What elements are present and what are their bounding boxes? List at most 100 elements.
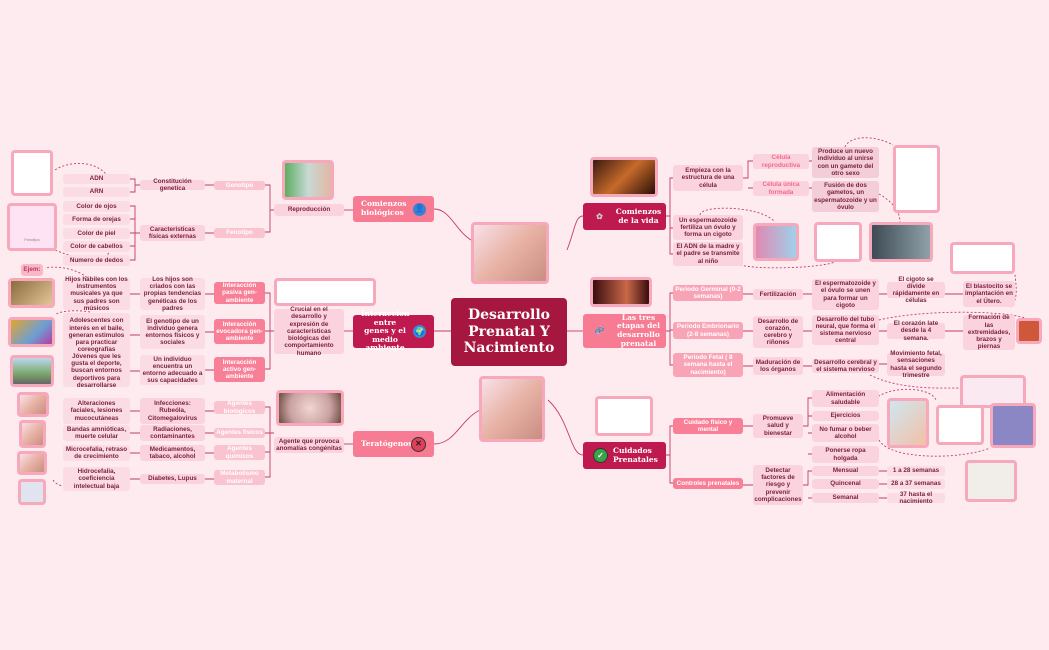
node-caracteristicas-fisicas[interactable]: Características físicas externas — [140, 225, 205, 241]
node-celula-reproductiva[interactable]: Célula reproductiva — [753, 154, 809, 169]
node-activa-desc[interactable]: Un individuo encuentra un entorno adecua… — [140, 355, 205, 385]
dna-icon: 🧬 — [594, 325, 605, 336]
node-evocadora-desc[interactable]: El genotipo de un individuo genera entor… — [140, 315, 205, 349]
fetus-womb-image — [276, 390, 344, 426]
topic-tres-etapas[interactable]: 🧬 Las tres etapas del desarrollo prenatal — [583, 312, 666, 348]
node-color-ojos[interactable]: Color de ojos — [63, 201, 130, 212]
node-periodo-fetal[interactable]: Periodo Fetal ( 8 semana hasta el nacimi… — [673, 353, 743, 377]
node-mensual[interactable]: Mensual — [812, 466, 879, 476]
node-37-nacimiento[interactable]: 37 hasta el nacimiento — [887, 491, 945, 505]
node-color-piel[interactable]: Color de piel — [63, 228, 130, 239]
node-maduracion-organos[interactable]: Maduración de los órganos — [753, 357, 803, 375]
node-desarrollo-cerebral[interactable]: Desarrollo cerebral y el sistema nervios… — [812, 359, 879, 373]
node-interaccion-evocadora[interactable]: Interacción evocadora gen-ambiente — [214, 319, 265, 344]
topic-comienzos-vida[interactable]: ✿Comienzos de la vida — [583, 203, 666, 230]
node-promueve-salud[interactable]: Promueve salud y bienestar — [753, 414, 803, 438]
node-cigoto-divide[interactable]: El cigoto se divide rápidamente en célul… — [887, 276, 945, 304]
embryo-stages-image — [590, 277, 652, 307]
node-detectar-factores[interactable]: Detectar factores de riesgo y prevenir c… — [753, 465, 803, 505]
node-empieza-celula[interactable]: Empieza con la estructura de una célula — [673, 165, 743, 191]
topic-interaccion-genes-ambiente[interactable]: Interacción entre genes y el medio ambie… — [353, 309, 434, 352]
cell-division-image — [893, 145, 940, 213]
close-circle-icon: ✕ — [411, 436, 426, 452]
embryo-dna-image — [590, 157, 658, 197]
prenatal-checkup-image — [965, 460, 1017, 502]
fetal-development-image — [869, 222, 933, 262]
node-reproduccion[interactable]: Reproducción — [274, 204, 344, 216]
node-periodo-embrionario[interactable]: Periodo Embrionario (2-8 semanas) — [673, 322, 743, 339]
node-radiaciones[interactable]: Radiaciones, contaminantes — [140, 425, 205, 441]
dancers-image — [8, 317, 55, 347]
node-evocadora-example[interactable]: Adolescentes con interés en el baile, ge… — [63, 313, 130, 358]
node-28-37-semanas[interactable]: 28 a 37 semanas — [887, 479, 945, 489]
node-bandas[interactable]: Bandas amnióticas, muerte celular — [63, 425, 130, 441]
topic-label: Teratógenos — [361, 438, 413, 448]
node-microcefalia[interactable]: Microcefalia, retraso de crecimiento — [63, 445, 130, 461]
node-agentes-biologicos[interactable]: Agentes biológicos — [214, 400, 265, 415]
node-adn[interactable]: ADN — [63, 174, 130, 184]
node-constitucion-genetica[interactable]: Constitución genetica — [140, 178, 205, 192]
topic-comienzos-biologicos[interactable]: Comienzos biológicos 👤 — [353, 196, 434, 222]
node-forma-orejas[interactable]: Forma de orejas — [63, 214, 130, 225]
node-agentes-fisicos[interactable]: Agentes físicos — [214, 428, 265, 438]
node-color-cabellos[interactable]: Color de cabellos — [63, 241, 130, 252]
node-agente-anomalias[interactable]: Agente que provoca anomalías congénitas — [274, 437, 344, 453]
node-cuidado-fisico[interactable]: Cuidado físico y mental — [673, 418, 743, 434]
node-celula-unica[interactable]: Célula única formada — [753, 181, 809, 196]
node-blastocito[interactable]: El blastocito se implantación en el Úter… — [963, 281, 1015, 307]
node-arn[interactable]: ARN — [63, 187, 130, 197]
node-movimiento-fetal[interactable]: Movimiento fetal, sensaciones hasta el s… — [887, 350, 945, 379]
node-fusion-gametos[interactable]: Fusión de dos gametos, un espermatozoide… — [812, 181, 879, 212]
facial-lesion-image — [17, 392, 49, 417]
node-metabolismo-maternal[interactable]: Metabolismo maternal — [214, 470, 265, 485]
node-produce-individuo[interactable]: Produce un nuevo individuo al unirse con… — [812, 147, 879, 178]
central-topic[interactable]: Desarrollo Prenatal Y Nacimiento — [451, 298, 567, 366]
node-pasiva-example[interactable]: Hijos hábiles con los instrumentos music… — [63, 276, 130, 312]
genotype-illustration-image — [11, 150, 53, 196]
topic-teratogenos[interactable]: Teratógenos✕ — [353, 431, 434, 457]
node-agentes-quimicos[interactable]: Agentes químicos — [214, 445, 265, 460]
node-espermatozoide-fertiliza[interactable]: Un espermatozoide fertiliza un óvulo y f… — [673, 215, 743, 240]
node-1-28-semanas[interactable]: 1 a 28 semanas — [887, 466, 945, 476]
node-quincenal[interactable]: Quincenal — [812, 479, 879, 489]
node-desarrollo-corazon[interactable]: Desarrollo de corazón, cerebro y riñones — [753, 316, 803, 348]
pregnant-fridge-image — [887, 398, 929, 448]
center-top-image — [471, 222, 549, 284]
node-espermatozoide-ovulo-unen[interactable]: El espermatozoide y el óvulo se unen par… — [812, 279, 879, 310]
node-corazon-late[interactable]: El corazón late desde la 4 semana. — [887, 320, 945, 342]
node-alimentacion[interactable]: Alimentación saludable — [812, 390, 879, 407]
node-diabetes[interactable]: Diabetes, Lupus — [140, 474, 205, 484]
topic-label: Comienzos biológicos — [361, 199, 407, 217]
no-smoking-image — [990, 403, 1036, 448]
node-ejercicios[interactable]: Ejercicios — [812, 411, 879, 421]
node-semanal[interactable]: Semanal — [812, 493, 879, 503]
node-periodo-germinal[interactable]: Periodo Germinal (0-2 semanas) — [673, 285, 743, 301]
node-no-fumar[interactable]: No fumar o beber alcohol — [812, 424, 879, 442]
node-genotipo[interactable]: Genotipo — [214, 181, 265, 190]
node-numero-dedos[interactable]: Numero de dedos — [63, 255, 130, 266]
node-pasiva-desc[interactable]: Los hijos son criados con las propias te… — [140, 276, 205, 312]
parents-chromosomes-image — [814, 222, 862, 262]
node-formacion-extremidades[interactable]: Formación de las extremidades, brazos y … — [963, 314, 1015, 350]
node-interaccion-activa[interactable]: Interacción activo gen-ambiente — [214, 357, 265, 382]
node-alteraciones[interactable]: Alteraciones faciales, lesiones mucocutá… — [63, 398, 130, 424]
node-tubo-neural[interactable]: Desarrollo del tubo neural, que forma el… — [812, 315, 879, 345]
node-medicamentos[interactable]: Medicamentos, tabaco, alcohol — [140, 445, 205, 461]
node-infecciones[interactable]: Infecciones: Rubeóla, Citomegalovirus — [140, 398, 205, 424]
node-crucial[interactable]: Crucial en el desarrollo y expresión de … — [274, 306, 344, 357]
node-ropa-holgada[interactable]: Ponerse ropa holgada — [812, 446, 879, 463]
gene-environment-equation-image — [274, 278, 376, 306]
topic-label: Las tres etapas del desarrollo prenatal — [617, 312, 660, 348]
center-bottom-image — [479, 376, 545, 442]
node-adn-transmite[interactable]: El ADN de la madre y el padre se transmi… — [673, 242, 743, 266]
node-fertilizacion[interactable]: Fertilización — [753, 289, 803, 300]
hydrocephaly-image — [18, 479, 46, 505]
node-activa-example[interactable]: Jóvenes que les gusta el deporte, buscan… — [63, 353, 130, 389]
node-hidrocefalia[interactable]: Hidrocefalia, coeficiencia intelectual b… — [63, 467, 130, 491]
topic-cuidados-prenatales[interactable]: ✓Cuidados Prenatales — [583, 442, 666, 469]
node-controles-prenatales[interactable]: Controles prenatales — [673, 478, 743, 489]
user-icon: 👤 — [413, 202, 426, 216]
node-fenotipo[interactable]: Fenotipo — [214, 228, 265, 238]
node-interaccion-pasiva[interactable]: Interacción pasiva gen-ambiente — [214, 282, 265, 304]
